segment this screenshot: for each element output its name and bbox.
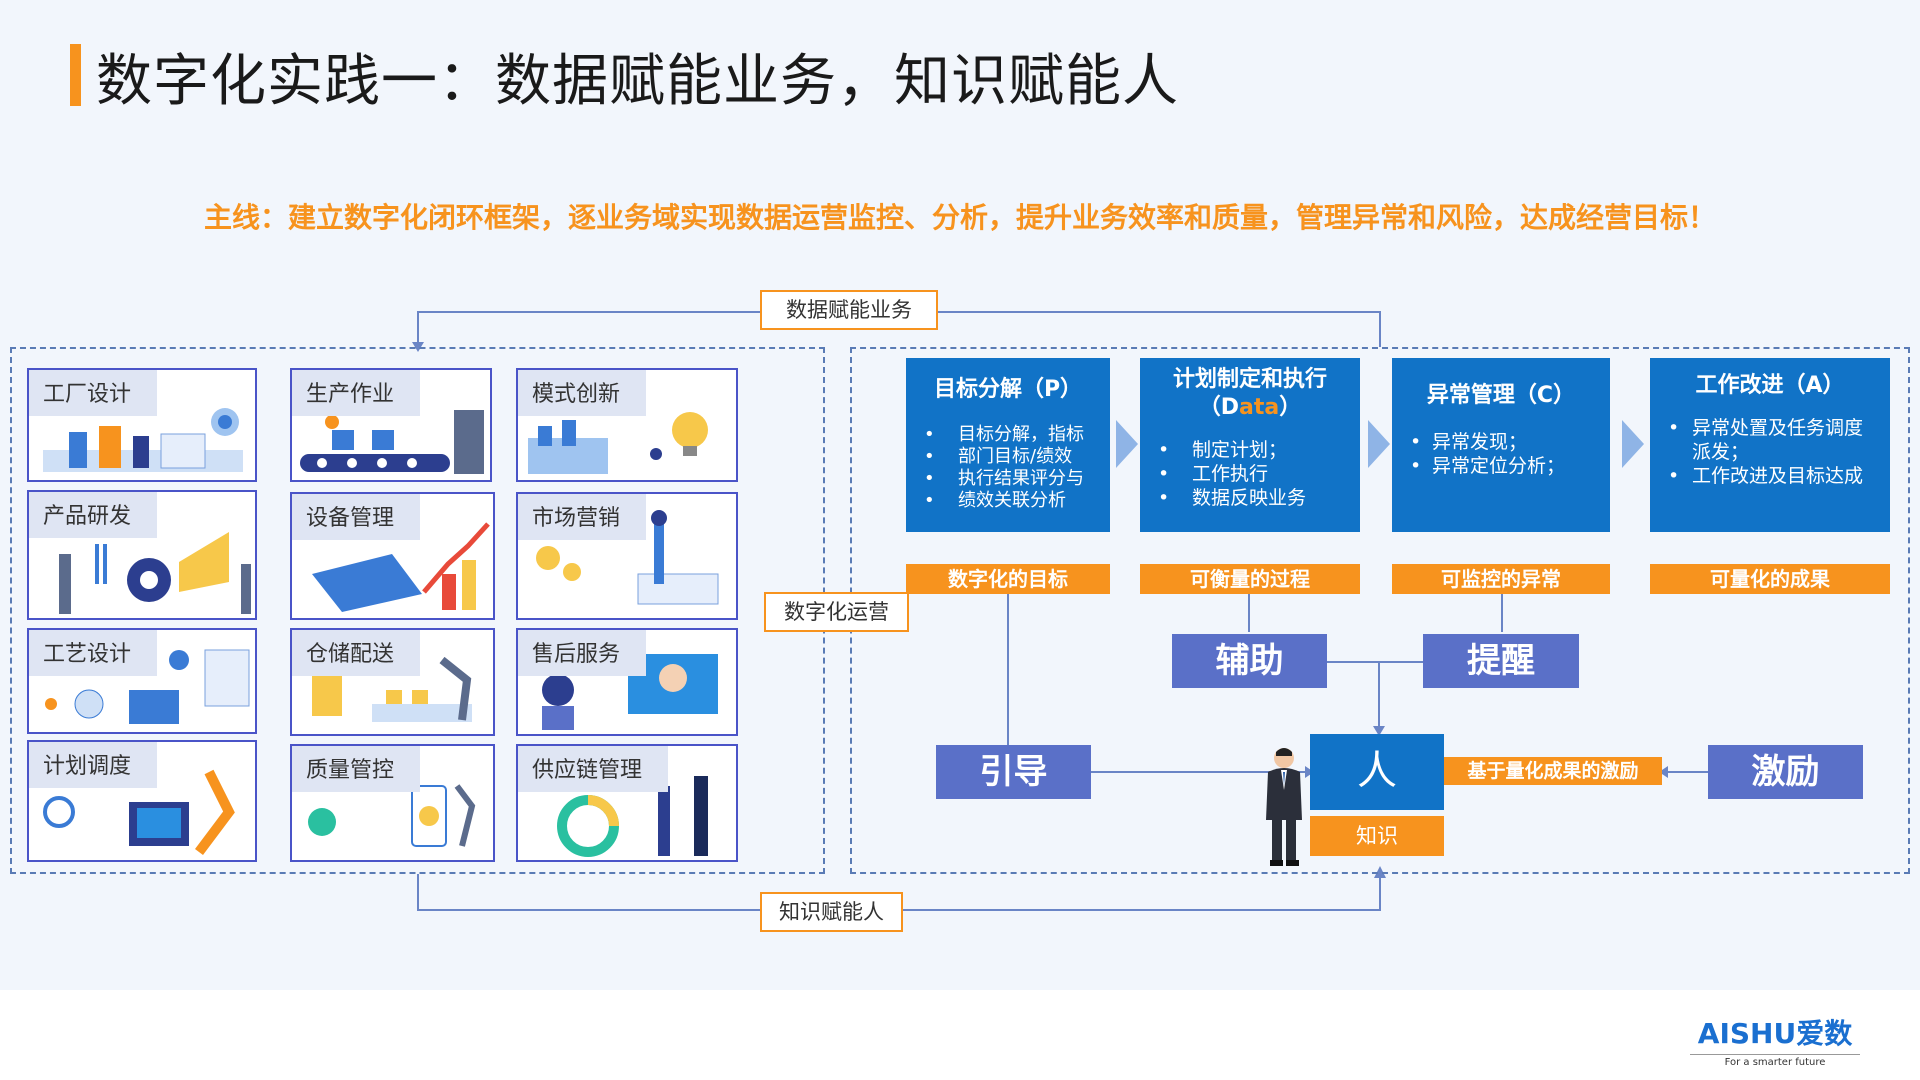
scenario-label: 工艺设计 (29, 630, 158, 676)
tag-digital-operations: 数字化运营 (764, 592, 909, 632)
scenario-tile-equipment: 设备管理 (290, 492, 495, 620)
scenario-tile-production: 生产作业 (290, 368, 492, 482)
pdca-item: 目标分解，指标 (906, 424, 1110, 446)
result-bar-quantified-outcome: 可量化的成果 (1650, 564, 1890, 594)
page-title: 数字化实践一：数据赋能业务，知识赋能人 (96, 49, 1179, 114)
product-rd-icon (59, 532, 251, 614)
production-line-icon (300, 410, 484, 474)
tag-knowledge-empower-people: 知识赋能人 (760, 892, 903, 932)
pdca-item: 绩效关联分析 (906, 490, 1110, 512)
pdca-card-title: 计划制定和执行 (1172, 367, 1327, 392)
pdca-item: 工作改进及目标达成 (1650, 464, 1890, 488)
pdca-card-title-sub: （Data） (1140, 394, 1360, 422)
process-design-icon (45, 649, 250, 724)
scenario-tile-after-sales: 售后服务 (516, 628, 738, 736)
chevron-right-icon (1622, 420, 1644, 468)
scenario-label: 模式创新 (518, 370, 647, 416)
bottom-connector-right (903, 878, 1381, 911)
scenario-tile-quality: 质量管控 (290, 744, 495, 862)
pdca-item: 异常处置及任务调度 (1650, 416, 1890, 440)
pdca-card-title: 目标分解（P） (933, 377, 1083, 402)
pdca-item: 数据反映业务 (1140, 486, 1360, 510)
logo-text: AISHU爱数 (1697, 1017, 1853, 1050)
innovation-bulb-icon (528, 412, 708, 474)
scenario-tile-factory-design: 工厂设计 (27, 368, 257, 482)
pdca-card-title: 工作改进（A） (1695, 373, 1845, 398)
quality-control-icon (308, 784, 476, 847)
top-connector-right (938, 311, 1381, 347)
pdca-card-list: 异常发现； 异常定位分析； (1392, 430, 1610, 478)
pdca-item: 派发； (1692, 441, 1750, 463)
result-bar-monitorable-exception: 可监控的异常 (1392, 564, 1610, 594)
remind-box: 提醒 (1423, 634, 1579, 688)
assist-box: 辅助 (1172, 634, 1327, 688)
planning-robot-arm-icon (43, 769, 235, 855)
main-line-subtitle: 主线：建立数字化闭环框架，逐业务域实现数据运营监控、分析，提升业务效率和质量，管… (203, 201, 1716, 234)
pdca-card-act: 工作改进（A） 异常处置及任务调度 派发； 工作改进及目标达成 (1650, 358, 1890, 532)
knowledge-box: 知识 (1310, 816, 1444, 856)
equipment-chart-icon (312, 522, 490, 612)
scenario-tile-planning: 计划调度 (27, 740, 257, 862)
top-connector-left (417, 311, 760, 342)
scenario-label: 供应链管理 (518, 746, 669, 792)
scenario-label: 质量管控 (292, 746, 421, 792)
pdca-card-list: 异常处置及任务调度 派发； 工作改进及目标达成 (1650, 416, 1890, 488)
scenario-tile-product-rd: 产品研发 (27, 490, 257, 620)
logo-tagline: For a smarter future (1690, 1054, 1860, 1068)
incentive-box: 激励 (1708, 745, 1863, 799)
scenario-tile-process-design: 工艺设计 (27, 628, 257, 734)
chevron-right-icon (1368, 420, 1390, 468)
pdca-card-do: 计划制定和执行 （Data） 制定计划； 工作执行 数据反映业务 (1140, 358, 1360, 532)
pdca-item: 异常发现； (1392, 430, 1610, 454)
scenario-tile-model-innovation: 模式创新 (516, 368, 738, 482)
brand-logo: AISHU爱数 For a smarter future (1690, 1012, 1860, 1068)
guide-box: 引导 (936, 745, 1091, 799)
pdca-card-check: 异常管理（C） 异常发现； 异常定位分析； (1392, 358, 1610, 532)
title-paren-close: ） (1279, 395, 1302, 420)
supply-chain-cycle-icon (557, 776, 708, 857)
scenario-label: 市场营销 (518, 494, 647, 540)
person-box: 人 (1310, 734, 1444, 810)
pdca-item: 执行结果评分与 (906, 468, 1110, 490)
pdca-item: 制定计划； (1140, 438, 1360, 462)
incentive-text-bar: 基于量化成果的激励 (1444, 757, 1662, 785)
arrow-head-guide (1305, 766, 1314, 778)
arrow-head-incentive (1659, 766, 1668, 778)
scenario-tile-warehouse: 仓储配送 (290, 628, 495, 736)
bottom-connector-left (417, 874, 760, 911)
factory-illustration-icon (43, 408, 243, 472)
title-highlight: ata (1239, 395, 1280, 420)
scenario-label: 设备管理 (292, 494, 421, 540)
scenario-label: 产品研发 (29, 492, 158, 538)
after-sales-support-icon (542, 654, 718, 730)
scenario-tile-supply-chain: 供应链管理 (516, 744, 738, 862)
pdca-card-plan: 目标分解（P） 目标分解，指标 部门目标/绩效 执行结果评分与 绩效关联分析 (906, 358, 1110, 532)
scenario-tile-marketing: 市场营销 (516, 492, 738, 620)
pdca-card-list: 制定计划； 工作执行 数据反映业务 (1140, 438, 1360, 510)
scenario-label: 仓储配送 (292, 630, 421, 676)
title-paren-open: （D (1198, 395, 1240, 420)
scenario-label: 售后服务 (518, 630, 647, 676)
pdca-item: 工作执行 (1140, 462, 1360, 486)
result-bar-measurable-process: 可衡量的过程 (1140, 564, 1360, 594)
title-accent-bar (70, 44, 81, 106)
marketing-gears-icon (536, 510, 719, 605)
scenario-label: 计划调度 (29, 742, 158, 788)
result-bar-digital-goal: 数字化的目标 (906, 564, 1110, 594)
chevron-right-icon (1116, 420, 1138, 468)
pdca-card-title: 异常管理（C） (1426, 383, 1576, 408)
pdca-card-list: 目标分解，指标 部门目标/绩效 执行结果评分与 绩效关联分析 (906, 424, 1110, 512)
warehouse-robot-icon (312, 656, 472, 722)
pdca-item: 异常定位分析； (1392, 454, 1610, 478)
tag-data-empower-business: 数据赋能业务 (760, 290, 938, 330)
arrow-head-person-top (1373, 726, 1385, 736)
scenario-label: 生产作业 (292, 370, 421, 416)
scenario-label: 工厂设计 (29, 370, 158, 416)
pdca-item: 部门目标/绩效 (906, 446, 1110, 468)
businessman-icon (1266, 748, 1302, 866)
